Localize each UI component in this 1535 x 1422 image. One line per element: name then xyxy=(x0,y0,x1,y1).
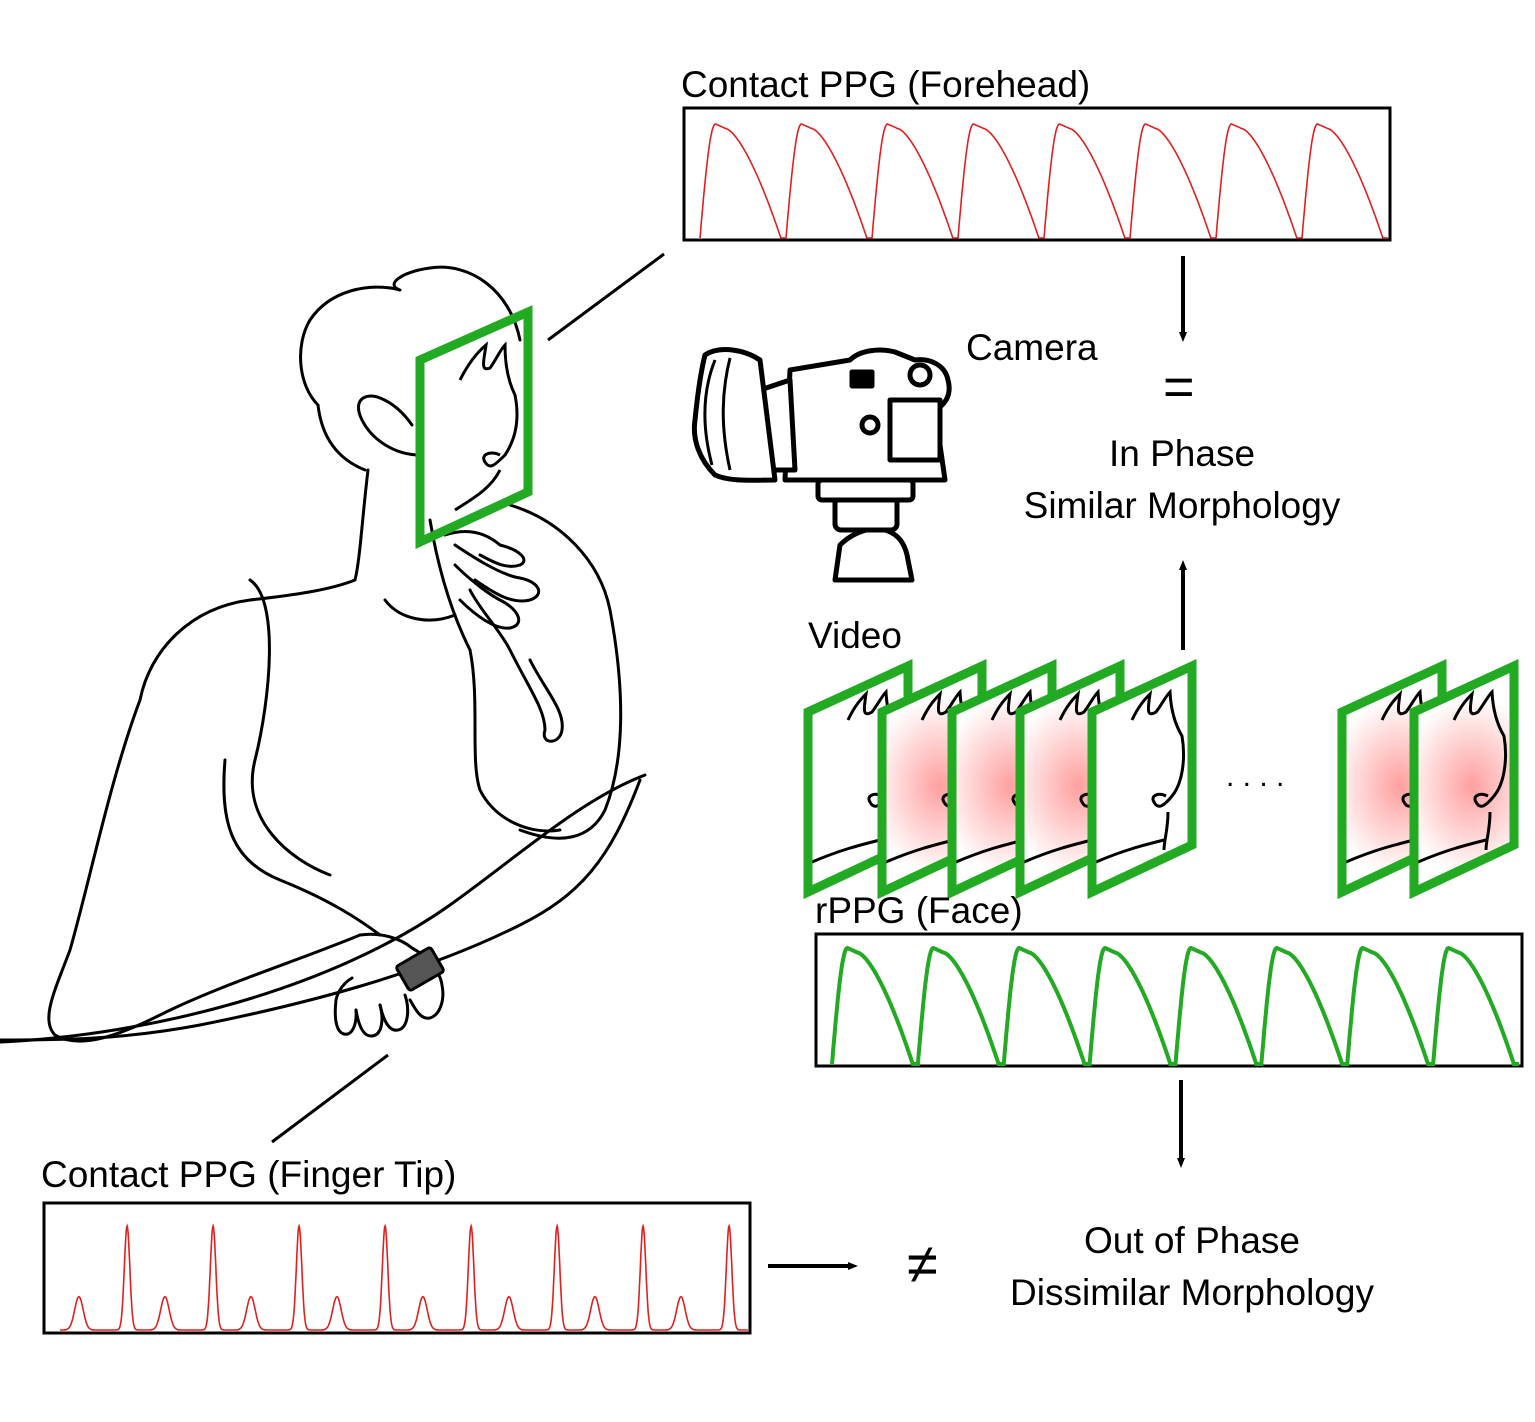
video-frame xyxy=(1087,658,1197,900)
video-label: Video xyxy=(808,615,902,656)
not-equal-sign: ≠ xyxy=(907,1232,938,1295)
forehead-ppg-waveform xyxy=(699,123,1388,239)
face-roi-frame xyxy=(415,305,533,550)
video-frame xyxy=(1409,658,1519,900)
finger-clip-sensor-icon xyxy=(395,946,445,992)
similar-morphology-label: Similar Morphology xyxy=(1023,485,1341,526)
forehead-signal-title: Contact PPG (Forehead) xyxy=(681,64,1091,105)
finger-ppg-waveform xyxy=(60,1223,748,1331)
rppg-signal-box xyxy=(814,932,1524,1068)
forehead-signal-box xyxy=(682,106,1392,242)
rppg-signal-title: rPPG (Face) xyxy=(815,890,1023,931)
person-line-drawing xyxy=(0,265,647,1044)
frames-ellipsis: . . . . xyxy=(1226,760,1285,793)
finger-pointer-line xyxy=(271,1053,389,1144)
rppg-face-waveform xyxy=(830,945,1519,1066)
in-phase-label: In Phase xyxy=(1108,433,1256,474)
finger-signal-box xyxy=(42,1201,752,1335)
dissimilar-morphology-label: Dissimilar Morphology xyxy=(1010,1272,1374,1313)
equal-sign: = xyxy=(1163,357,1195,417)
forehead-pointer-line xyxy=(547,252,665,342)
camera-label: Camera xyxy=(966,327,1098,368)
video-frame-stack xyxy=(803,658,1519,900)
out-of-phase-label: Out of Phase xyxy=(1084,1220,1300,1261)
camera-icon xyxy=(691,347,952,583)
finger-signal-title: Contact PPG (Finger Tip) xyxy=(41,1154,457,1195)
